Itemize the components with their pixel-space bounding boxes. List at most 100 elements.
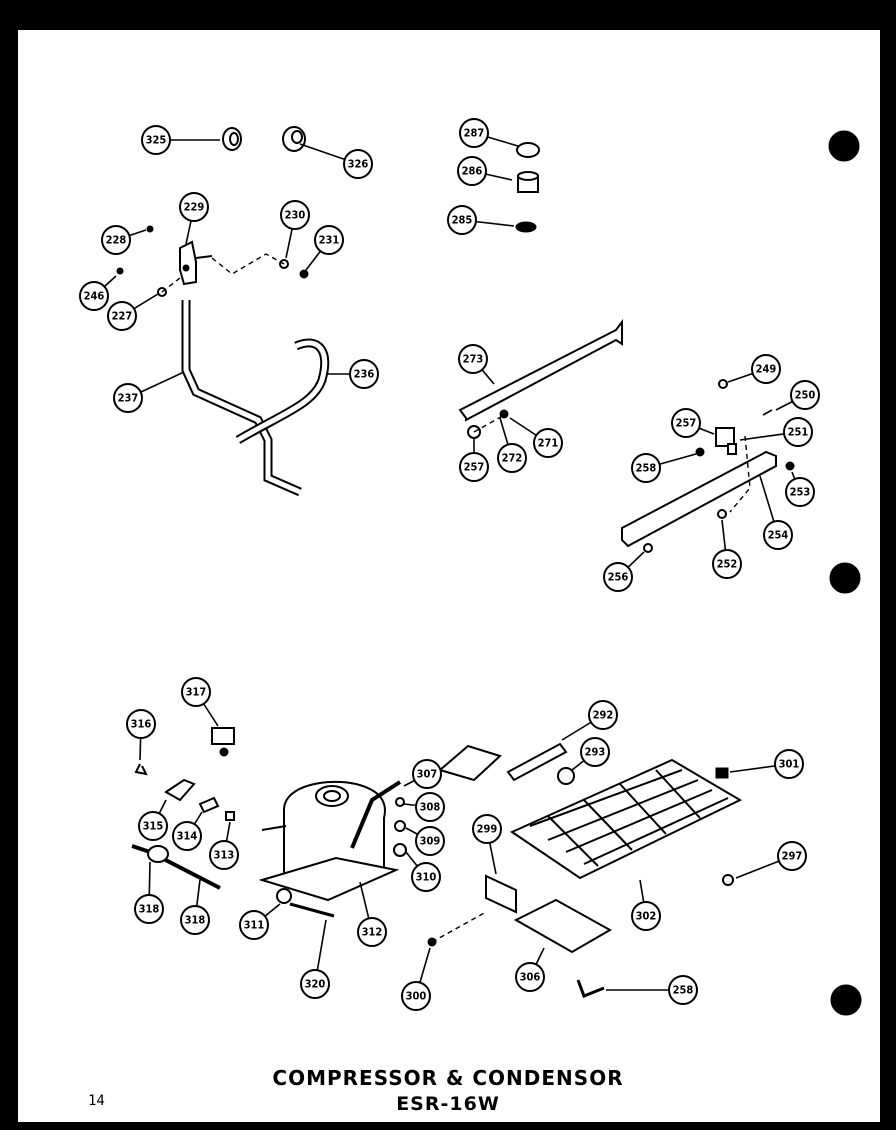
nut-256 bbox=[643, 543, 653, 553]
callout-circle bbox=[459, 118, 489, 148]
callout-circle bbox=[79, 281, 109, 311]
nut-253 bbox=[785, 461, 795, 471]
drier-292 bbox=[506, 742, 568, 782]
callout-label: 256 bbox=[608, 571, 629, 584]
condensor-coil-302 bbox=[509, 758, 743, 880]
callout-circle bbox=[785, 477, 815, 507]
callout-circle bbox=[457, 156, 487, 186]
callout-circle bbox=[458, 344, 488, 374]
screw-228 bbox=[146, 225, 154, 233]
callout-circle bbox=[107, 301, 137, 331]
callout-label: 308 bbox=[420, 801, 441, 814]
callout-circle bbox=[712, 549, 742, 579]
callout-circle bbox=[357, 917, 387, 947]
callout-label: 326 bbox=[348, 158, 369, 171]
callout-label: 301 bbox=[779, 758, 800, 771]
bracket-251 bbox=[715, 427, 737, 455]
grommet-293 bbox=[557, 767, 575, 785]
callout-label: 313 bbox=[214, 849, 235, 862]
callout-circle bbox=[179, 192, 209, 222]
callout-label: 315 bbox=[143, 820, 164, 833]
callout-label: 318 bbox=[139, 903, 160, 916]
callout-label: 258 bbox=[673, 984, 694, 997]
callout-label: 253 bbox=[790, 486, 811, 499]
callout-circle bbox=[411, 862, 441, 892]
callout-circle bbox=[343, 149, 373, 179]
callout-circle bbox=[783, 417, 813, 447]
drain-pan-306 bbox=[513, 898, 613, 954]
plate-299 bbox=[485, 874, 517, 914]
callout-circle bbox=[209, 840, 239, 870]
callout-circle bbox=[101, 225, 131, 255]
registration-dot bbox=[828, 130, 860, 162]
callout-circle bbox=[138, 811, 168, 841]
grommet-325 bbox=[222, 127, 242, 151]
rail-273 bbox=[458, 319, 623, 422]
callout-circle bbox=[415, 792, 445, 822]
callout-label: 271 bbox=[538, 437, 559, 450]
callout-circle bbox=[671, 408, 701, 438]
clip-313 bbox=[225, 811, 235, 821]
callout-circle bbox=[180, 905, 210, 935]
callout-layer: 3253262872862852292282302312462272362372… bbox=[79, 118, 820, 1011]
washer-308 bbox=[395, 797, 405, 807]
relay-317 bbox=[211, 727, 235, 757]
callout-label: 307 bbox=[417, 768, 438, 781]
tube-307 bbox=[350, 780, 402, 849]
callout-label: 250 bbox=[795, 389, 816, 402]
clip-301 bbox=[715, 767, 729, 779]
callout-circle bbox=[401, 981, 431, 1011]
callout-label: 287 bbox=[464, 127, 485, 140]
callout-circle bbox=[580, 737, 610, 767]
callout-label: 273 bbox=[463, 353, 484, 366]
screw-246 bbox=[116, 267, 124, 275]
callout-circle bbox=[113, 383, 143, 413]
base-312 bbox=[258, 856, 400, 902]
callout-label: 246 bbox=[84, 290, 105, 303]
registration-dot bbox=[830, 984, 862, 1016]
callout-label: 254 bbox=[768, 529, 789, 542]
screw-297 bbox=[722, 874, 734, 886]
callout-label: 325 bbox=[146, 134, 167, 147]
callout-label: 237 bbox=[118, 392, 139, 405]
callout-circle bbox=[533, 428, 563, 458]
callout-circle bbox=[181, 677, 211, 707]
callout-circle bbox=[415, 826, 445, 856]
valve-bracket-229 bbox=[179, 240, 213, 286]
callout-label: 228 bbox=[106, 234, 127, 247]
grommet-310 bbox=[393, 843, 407, 857]
callout-label: 314 bbox=[177, 830, 198, 843]
callout-circle bbox=[472, 814, 502, 844]
callout-label: 251 bbox=[788, 426, 809, 439]
callout-circle bbox=[497, 443, 527, 473]
page-number: 14 bbox=[88, 1093, 105, 1109]
overload-314 bbox=[198, 796, 220, 814]
rail-254 bbox=[621, 450, 777, 548]
model-number: ESR-16W bbox=[396, 1093, 500, 1115]
callout-label: 230 bbox=[285, 209, 306, 222]
callout-circle bbox=[774, 749, 804, 779]
callout-label: 302 bbox=[636, 910, 657, 923]
callout-label: 311 bbox=[244, 919, 265, 932]
callout-label: 231 bbox=[319, 234, 340, 247]
callout-label: 297 bbox=[782, 850, 803, 863]
screw-252 bbox=[717, 509, 727, 519]
callout-circle bbox=[763, 520, 793, 550]
callout-label: 300 bbox=[406, 990, 427, 1003]
callout-circle bbox=[314, 225, 344, 255]
callout-circle bbox=[126, 709, 156, 739]
nut-231 bbox=[299, 269, 309, 279]
grommet-311 bbox=[276, 888, 292, 904]
callout-label: 249 bbox=[756, 363, 777, 376]
compressor bbox=[261, 780, 386, 887]
valve-286 bbox=[517, 171, 539, 193]
callout-circle bbox=[631, 453, 661, 483]
callout-circle bbox=[412, 759, 442, 789]
callout-label: 227 bbox=[112, 310, 133, 323]
tube-236 bbox=[235, 338, 330, 444]
callout-circle bbox=[751, 354, 781, 384]
callout-label: 229 bbox=[184, 201, 205, 214]
nut-227 bbox=[157, 287, 167, 297]
callout-circle bbox=[280, 200, 310, 230]
